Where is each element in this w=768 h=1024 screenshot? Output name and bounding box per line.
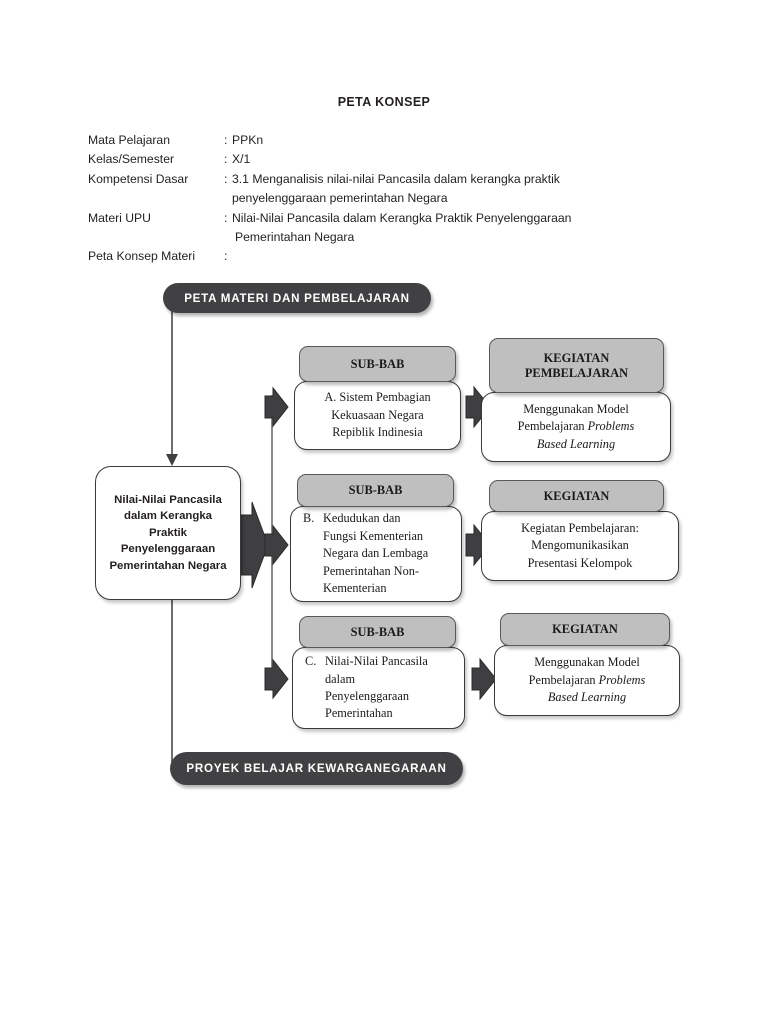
row-c-subbab-header[interactable]: SUB-BAB: [299, 616, 456, 648]
metadata-label: Kelas/Semester: [88, 152, 175, 167]
metadata-row-kelas-semester: Kelas/Semester : X/1: [88, 150, 688, 169]
row-a-kegiatan-line-3-italic: Based Learning: [536, 436, 616, 451]
row-c-kegiatan-line-2-plain: Pembelajaran: [528, 672, 599, 687]
row-c-kegiatan-line-3-italic: Based Learning: [547, 690, 627, 705]
banner-proyek-belajar-kewarganegaraan[interactable]: PROYEK BELAJAR KEWARGANEGARAAN: [170, 752, 463, 785]
row-a-kegiatan-line-2-plain: Pembelajaran: [517, 419, 588, 434]
arrowhead-down-to-main: [166, 454, 178, 466]
block-arrow-spine-to-subbab-b: [264, 524, 289, 566]
block-arrow-spine-to-subbab-c: [264, 658, 289, 700]
row-a-kegiatan-header-line-2: PEMBELAJARAN: [524, 365, 629, 380]
row-a-kegiatan-line-1: Menggunakan Model: [523, 401, 629, 416]
row-c-subbab-line-4: Pemerintahan: [325, 706, 393, 721]
metadata-value: X/1: [232, 152, 251, 167]
row-b-kegiatan-line-2: Mengomunikasikan: [531, 538, 629, 553]
row-a-subbab-body[interactable]: A. Sistem Pembagian Kekuasaan Negara Rep…: [294, 381, 461, 450]
row-b-subbab-line-2: Fungsi Kementerian: [323, 528, 424, 543]
row-a-kegiatan-header[interactable]: KEGIATAN PEMBELAJARAN: [489, 338, 664, 393]
metadata-row-materi-upu: Materi UPU : Nilai-Nilai Pancasila dalam…: [88, 209, 688, 228]
row-a-kegiatan-header-line-1: KEGIATAN: [543, 351, 610, 365]
row-b-subbab-line-4: Pemerintahan Non-: [323, 563, 419, 578]
banner-peta-materi-dan-pembelajaran[interactable]: PETA MATERI DAN PEMBELAJARAN: [163, 283, 431, 313]
metadata-colon: :: [224, 152, 228, 167]
block-arrow-spine-to-subbab-a: [264, 386, 289, 428]
row-c-kegiatan-body[interactable]: Menggunakan Model Pembelajaran Problems …: [494, 645, 680, 716]
row-c-subbab-line-2: dalam: [325, 671, 356, 686]
row-b-subbab-line-1: Kedudukan dan: [323, 511, 401, 526]
row-a-subbab-header[interactable]: SUB-BAB: [299, 346, 456, 382]
metadata-label: Materi UPU: [88, 210, 151, 225]
row-c-kegiatan-line-2-italic: Problems: [598, 672, 646, 687]
metadata-value: Nilai-Nilai Pancasila dalam Kerangka Pra…: [232, 210, 572, 225]
metadata-value: PPKn: [232, 133, 264, 147]
row-b-subbab-line-3: Negara dan Lembaga: [323, 546, 429, 561]
block-arrow-main-to-spine: [240, 501, 269, 589]
metadata-colon: :: [224, 171, 228, 186]
metadata-colon: :: [224, 133, 228, 147]
metadata-continuation: penyelenggaraan pemerintahan Negara: [232, 191, 448, 206]
metadata-list: Mata Pelajaran : PPKn Kelas/Semester : X…: [88, 131, 688, 267]
row-a-subbab-line-2: Kekuasaan Negara: [331, 407, 424, 422]
metadata-row-mata-pelajaran: Mata Pelajaran : PPKn: [88, 131, 688, 150]
metadata-label: Kompetensi Dasar: [88, 171, 189, 186]
row-c-subbab-body[interactable]: C. Nilai-Nilai Pancasila dalam Penyeleng…: [292, 647, 465, 729]
row-a-kegiatan-body[interactable]: Menggunakan Model Pembelajaran Problems …: [481, 392, 671, 462]
block-arrow-subbab-c-to-kegiatan: [471, 657, 497, 701]
page-title: PETA KONSEP: [337, 95, 431, 109]
row-b-subbab-letter: B.: [303, 511, 315, 526]
row-a-kegiatan-line-2-italic: Problems: [587, 419, 635, 434]
row-c-kegiatan-header[interactable]: KEGIATAN: [500, 613, 670, 646]
row-b-kegiatan-line-1: Kegiatan Pembelajaran:: [521, 520, 639, 535]
row-c-subbab-line-3: Penyelenggaraan: [325, 689, 409, 703]
main-concept-node[interactable]: Nilai-Nilai Pancasila dalam Kerangka Pra…: [95, 466, 241, 600]
row-b-kegiatan-line-3: Presentasi Kelompok: [527, 555, 633, 570]
row-c-kegiatan-line-1: Menggunakan Model: [534, 655, 640, 670]
metadata-continuation: Pemerintahan Negara: [235, 230, 355, 245]
row-c-subbab-letter: C.: [305, 654, 317, 669]
row-a-subbab-line-1: A. Sistem Pembagian: [324, 390, 431, 405]
metadata-label: Peta Konsep Materi: [88, 249, 196, 264]
metadata-colon: :: [224, 249, 228, 264]
metadata-colon: :: [224, 210, 228, 225]
row-b-kegiatan-body[interactable]: Kegiatan Pembelajaran: Mengomunikasikan …: [481, 511, 679, 581]
metadata-value: 3.1 Menganalisis nilai-nilai Pancasila d…: [232, 171, 560, 186]
row-c-subbab-line-1: Nilai-Nilai Pancasila: [325, 654, 428, 669]
row-b-subbab-line-5: Kementerian: [323, 581, 387, 596]
row-b-subbab-body[interactable]: B. Kedudukan dan Fungsi Kementerian Nega…: [290, 506, 462, 602]
row-a-subbab-line-3: Repiblik Indinesia: [332, 425, 423, 440]
row-b-kegiatan-header[interactable]: KEGIATAN: [489, 480, 664, 512]
metadata-row-kompetensi-dasar: Kompetensi Dasar : 3.1 Menganalisis nila…: [88, 170, 688, 189]
metadata-row-peta-konsep-materi: Peta Konsep Materi :: [88, 247, 688, 266]
row-b-subbab-header[interactable]: SUB-BAB: [297, 474, 454, 507]
metadata-label: Mata Pelajaran: [88, 133, 170, 147]
